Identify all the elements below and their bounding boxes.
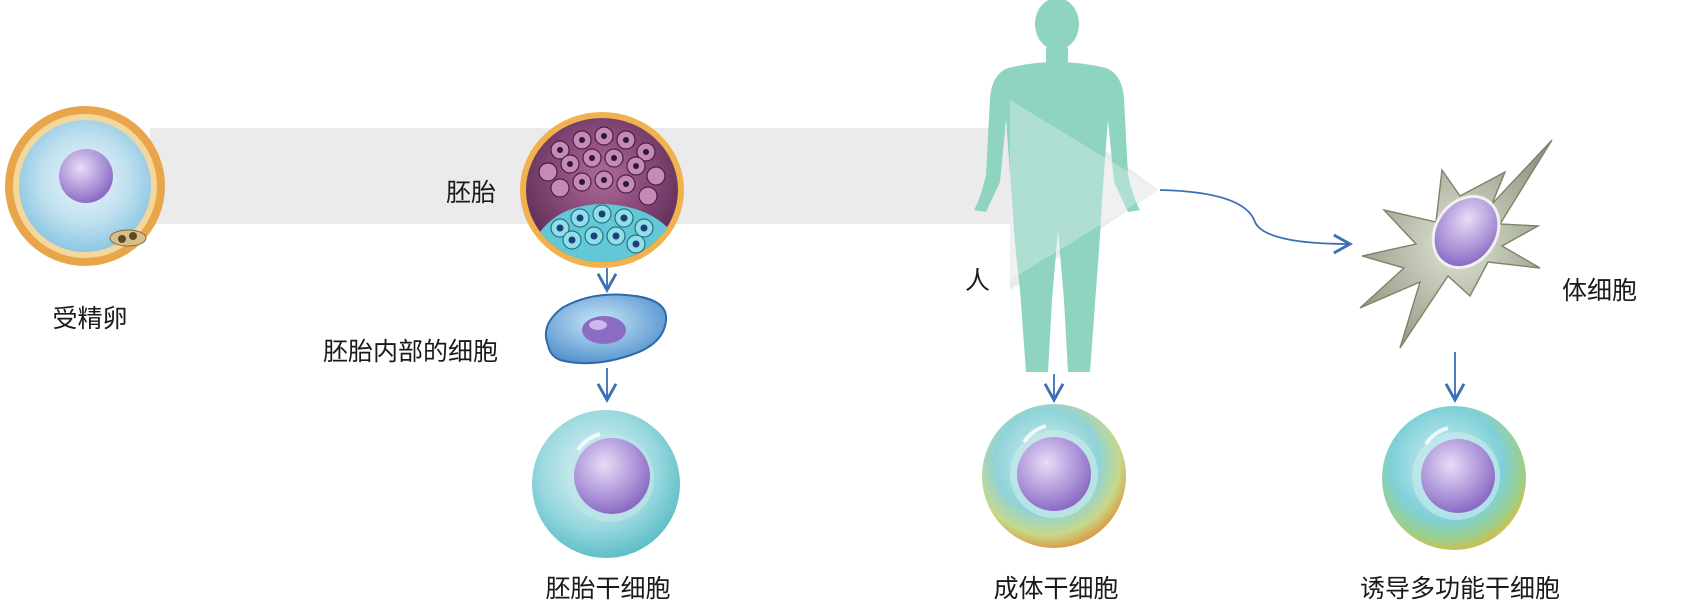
adult-stem-cell-icon bbox=[982, 404, 1126, 548]
fertilized-egg-cell-icon bbox=[5, 106, 165, 266]
label-inner-cells: 胚胎内部的细胞 bbox=[323, 337, 499, 366]
inner-cell-mass-cell-icon bbox=[544, 293, 668, 365]
human-body-silhouette-icon bbox=[974, 0, 1140, 372]
label-embryonic-stem-cell: 胚胎干细胞 bbox=[545, 574, 671, 603]
blastocyst-embryo-icon bbox=[520, 112, 684, 268]
somatic-cell-icon bbox=[1359, 139, 1553, 349]
label-somatic-cell: 体细胞 bbox=[1562, 276, 1638, 305]
label-fertilized-egg: 受精卵 bbox=[52, 304, 128, 333]
arrow-human-to-somatic bbox=[1159, 189, 1353, 255]
label-adult-stem-cell: 成体干细胞 bbox=[993, 574, 1119, 603]
arrow-tip-overlay bbox=[1010, 100, 1158, 280]
label-ips-cell: 诱导多功能干细胞 bbox=[1359, 574, 1561, 603]
label-embryo: 胚胎 bbox=[446, 178, 497, 207]
label-human: 人 bbox=[965, 266, 991, 295]
embryonic-stem-cell-icon bbox=[532, 410, 680, 558]
ips-stem-cell-icon bbox=[1382, 406, 1526, 550]
